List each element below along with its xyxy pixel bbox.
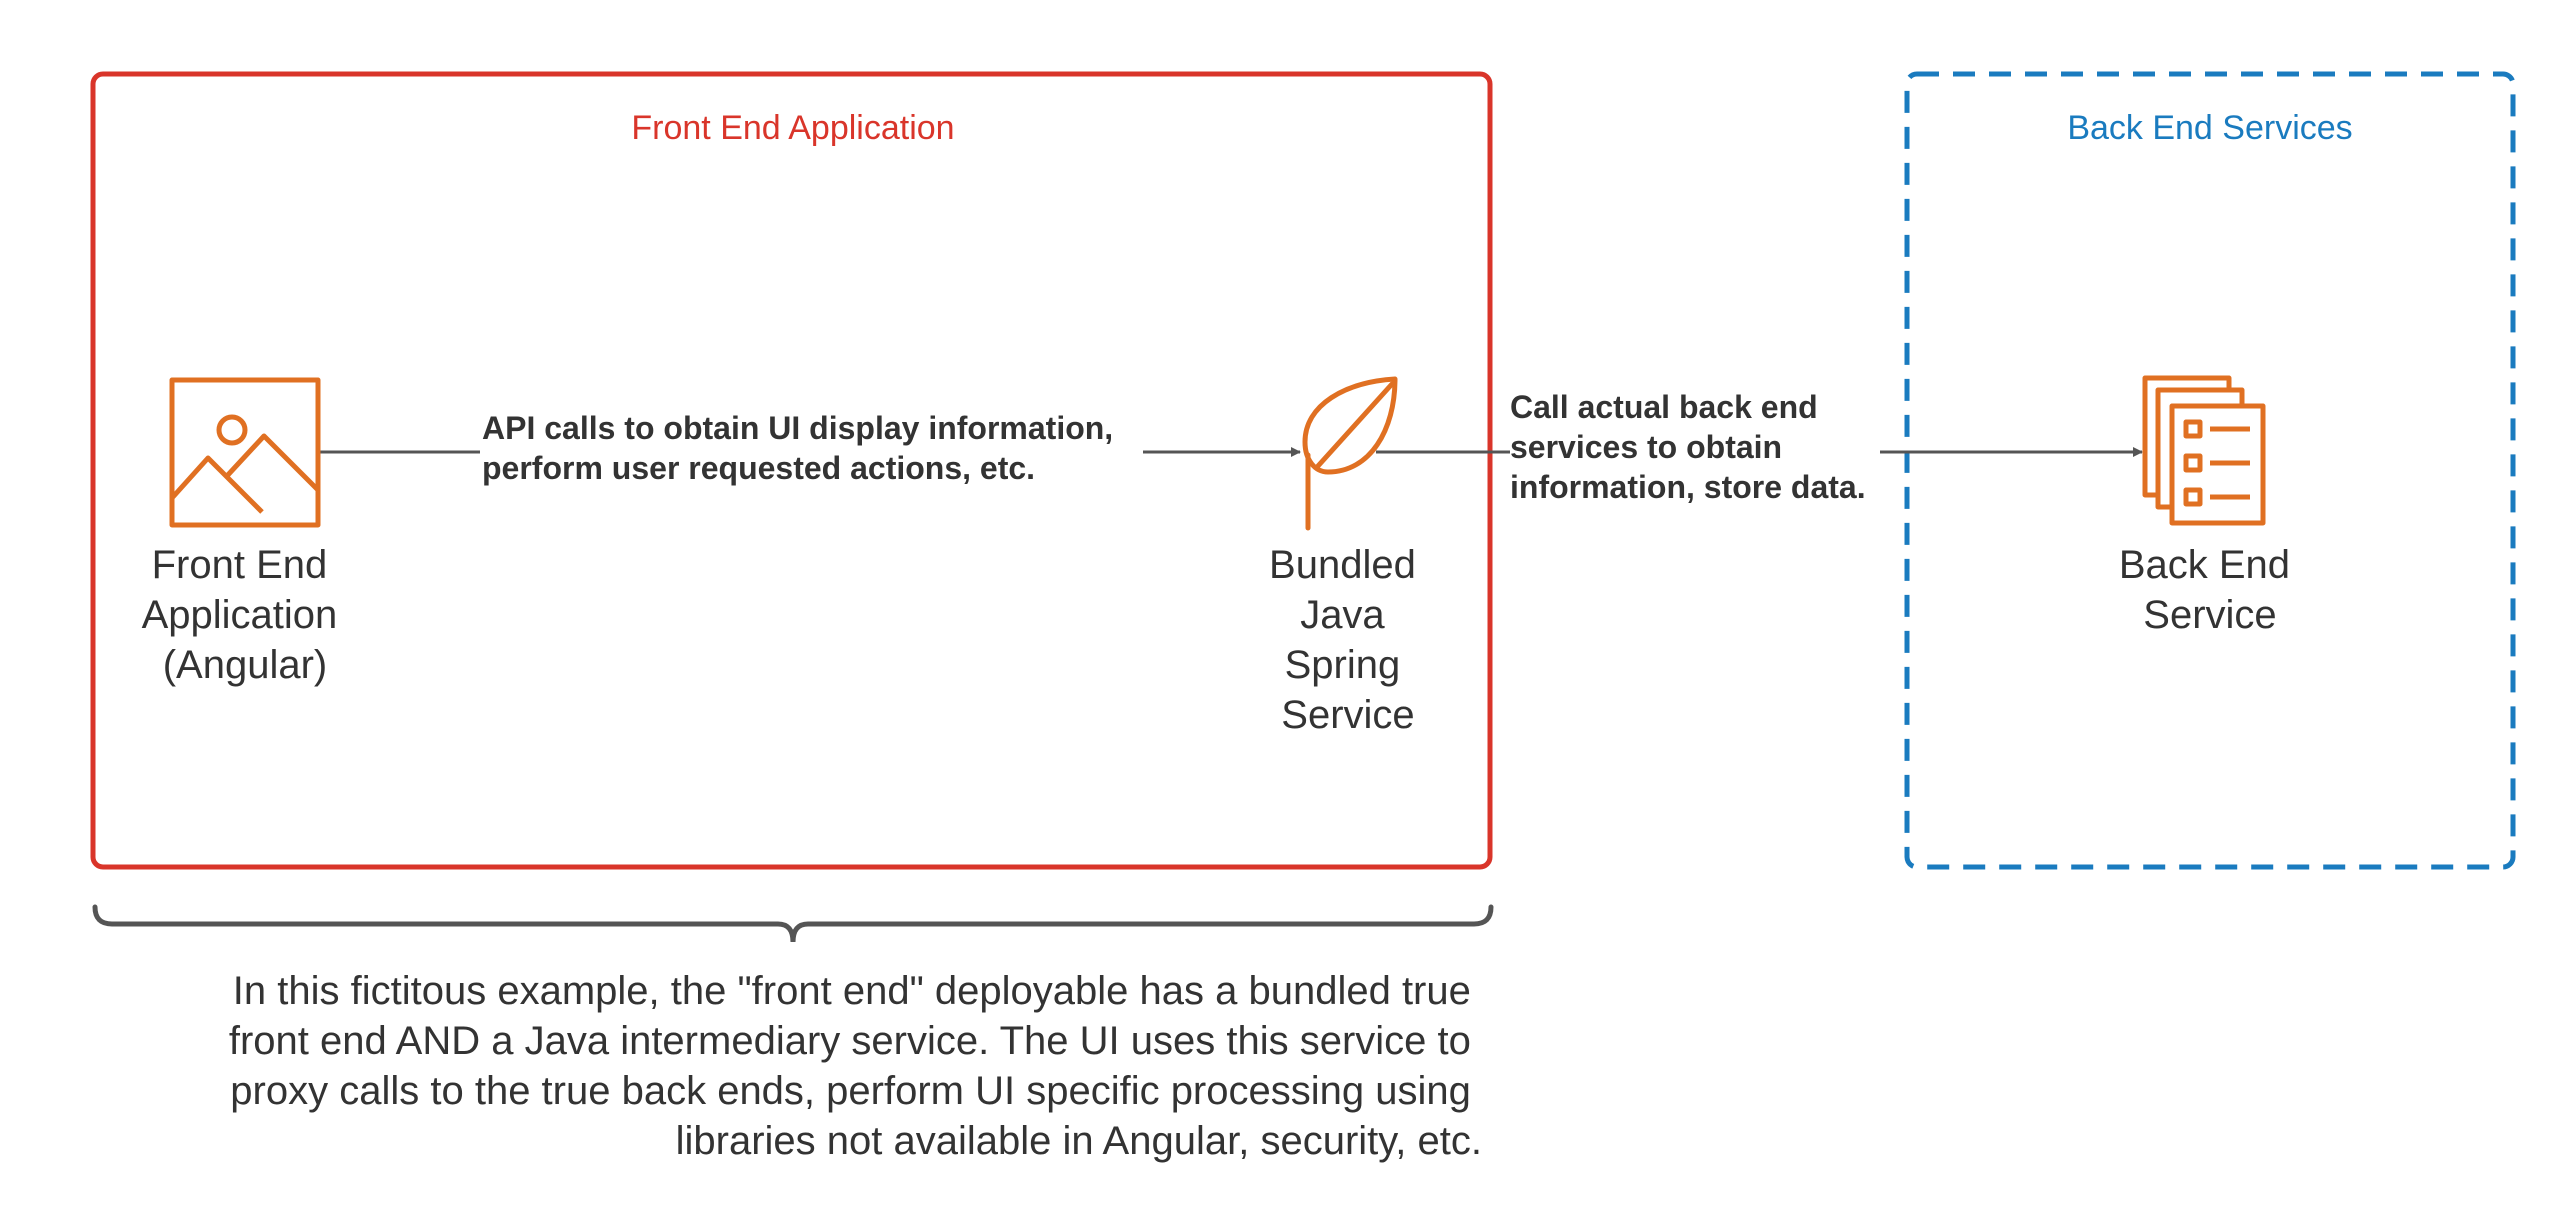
image-icon bbox=[169, 377, 321, 528]
back-end-group-title: Back End Services bbox=[2067, 109, 2352, 147]
back-end-group-box bbox=[1904, 71, 2516, 870]
back-end-service-label: Back End Service bbox=[2119, 543, 2301, 637]
explanation-note: In this fictitous example, the "front en… bbox=[229, 969, 1482, 1163]
documents-icon bbox=[2142, 375, 2266, 526]
spring-service-label: Bundled Java Spring Service bbox=[1269, 543, 1427, 737]
angular-app-label: Front End Application (Angular) bbox=[142, 543, 349, 687]
front-end-brace bbox=[92, 904, 1494, 943]
leaf-icon bbox=[1302, 376, 1398, 531]
front-end-group-title: Front End Application bbox=[631, 109, 954, 147]
back-end-calls-label: Call actual back end services to obtain … bbox=[1510, 389, 1866, 505]
front-end-group-box bbox=[90, 71, 1493, 870]
api-calls-label: API calls to obtain UI display informati… bbox=[482, 410, 1122, 486]
